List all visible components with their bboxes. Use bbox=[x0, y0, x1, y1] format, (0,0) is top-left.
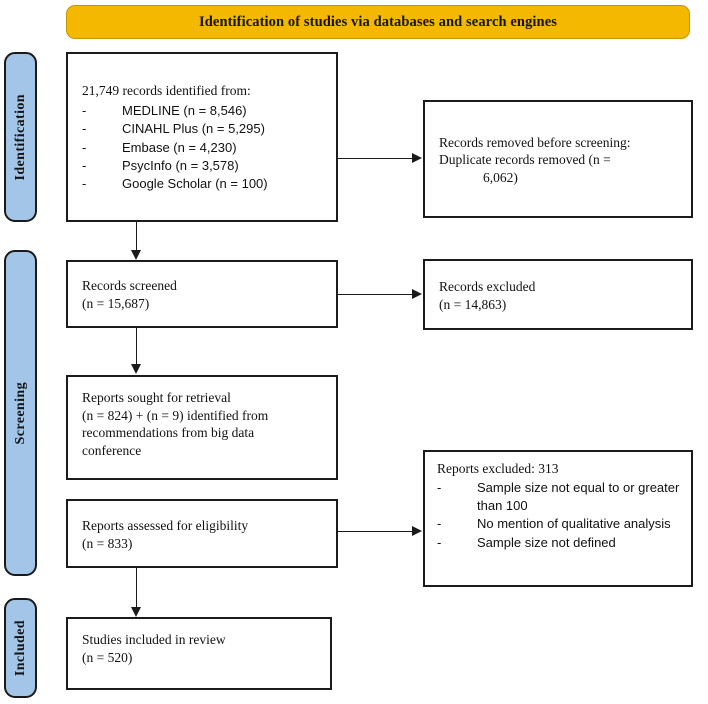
reports-sought-line-1: Reports sought for retrieval bbox=[82, 390, 231, 405]
connector-assessed-to-included bbox=[136, 568, 137, 607]
reports-assessed-line-1: Reports assessed for eligibility bbox=[82, 517, 249, 533]
phase-bar-identification: Identification bbox=[4, 52, 37, 222]
source-label: MEDLINE (n = 8,546) bbox=[122, 102, 247, 118]
connector-identified-to-removed bbox=[338, 158, 412, 159]
source-label: Google Scholar (n = 100) bbox=[122, 176, 268, 192]
records-removed-line-3: 6,062) bbox=[483, 169, 518, 185]
list-item: - No mention of qualitative analysis bbox=[437, 515, 681, 533]
reports-assessed-line-2: (n = 833) bbox=[82, 535, 133, 551]
bullet-dash: - bbox=[437, 516, 442, 532]
list-item: - Google Scholar (n = 100) bbox=[82, 175, 326, 193]
source-label: PsycInfo (n = 3,578) bbox=[122, 158, 239, 173]
identification-banner: Identification of studies via databases … bbox=[66, 5, 690, 39]
records-removed-line-2: Duplicate records removed (n = bbox=[439, 152, 611, 168]
phase-label-screening: Screening bbox=[12, 381, 28, 445]
studies-included-line-2: (n = 520) bbox=[82, 649, 133, 665]
reports-excluded-heading: Reports excluded: 313 bbox=[437, 461, 559, 476]
records-removed-line-1: Records removed before screening: bbox=[439, 134, 631, 150]
list-item: - PsycInfo (n = 3,578) bbox=[82, 157, 326, 175]
reason-label: Sample size not defined bbox=[477, 534, 616, 550]
bullet-dash: - bbox=[82, 176, 87, 192]
reports-sought-line-2: (n = 824) + (n = 9) identified from bbox=[82, 407, 269, 423]
node-records-screened: Records screened (n = 15,687) bbox=[66, 260, 338, 328]
bullet-dash: - bbox=[82, 102, 87, 118]
phase-bar-screening: Screening bbox=[4, 250, 37, 576]
records-identified-source-list: - MEDLINE (n = 8,546) - CINAHL Plus (n =… bbox=[82, 102, 326, 194]
records-identified-heading: 21,749 records identified from: bbox=[82, 83, 251, 99]
node-records-excluded: Records excluded (n = 14,863) bbox=[423, 259, 693, 330]
phase-label-included: Included bbox=[12, 619, 28, 677]
reports-sought-line-4: conference bbox=[82, 442, 142, 458]
bullet-dash: - bbox=[82, 158, 87, 173]
node-studies-included: Studies included in review (n = 520) bbox=[66, 617, 332, 690]
node-reports-assessed: Reports assessed for eligibility (n = 83… bbox=[66, 499, 338, 568]
reports-sought-line-3: recommendations from big data bbox=[82, 425, 255, 441]
arrowhead-identified-to-screened bbox=[131, 250, 141, 260]
source-label: Embase (n = 4,230) bbox=[122, 139, 237, 155]
node-reports-sought: Reports sought for retrieval (n = 824) +… bbox=[66, 375, 338, 480]
connector-identified-to-screened bbox=[136, 222, 137, 250]
reports-excluded-reason-list: - Sample size not equal to or greater th… bbox=[437, 479, 681, 553]
node-records-identified: 21,749 records identified from: - MEDLIN… bbox=[66, 52, 338, 222]
arrowhead-identified-to-removed bbox=[412, 153, 422, 163]
source-label: CINAHL Plus (n = 5,295) bbox=[122, 121, 265, 137]
node-reports-excluded: Reports excluded: 313 - Sample size not … bbox=[423, 450, 693, 587]
arrowhead-screened-to-excluded bbox=[412, 289, 422, 299]
records-excluded-line-2: (n = 14,863) bbox=[439, 296, 507, 312]
list-item: - CINAHL Plus (n = 5,295) bbox=[82, 120, 326, 138]
phase-label-identification: Identification bbox=[12, 93, 28, 181]
connector-assessed-to-excluded bbox=[338, 531, 412, 532]
list-item: - Embase (n = 4,230) bbox=[82, 139, 326, 157]
list-item: - Sample size not defined bbox=[437, 534, 681, 552]
bullet-dash: - bbox=[82, 121, 87, 137]
bullet-dash: - bbox=[437, 479, 442, 495]
arrowhead-screened-to-sought bbox=[131, 364, 141, 374]
records-screened-line-1: Records screened bbox=[82, 278, 177, 294]
list-item: - Sample size not equal to or greater th… bbox=[437, 479, 681, 516]
arrowhead-assessed-to-included bbox=[131, 607, 141, 617]
studies-included-line-1: Studies included in review bbox=[82, 632, 226, 647]
arrowhead-assessed-to-excluded bbox=[412, 526, 422, 536]
bullet-dash: - bbox=[437, 534, 442, 550]
bullet-dash: - bbox=[82, 139, 87, 155]
list-item: - MEDLINE (n = 8,546) bbox=[82, 102, 326, 120]
banner-title: Identification of studies via databases … bbox=[199, 13, 557, 30]
records-screened-line-2: (n = 15,687) bbox=[82, 296, 150, 311]
connector-screened-to-sought bbox=[136, 328, 137, 364]
reason-label: Sample size not equal to or greater than… bbox=[477, 479, 680, 513]
records-excluded-line-1: Records excluded bbox=[439, 278, 536, 294]
connector-screened-to-excluded bbox=[338, 294, 412, 295]
reason-label: No mention of qualitative analysis bbox=[477, 516, 671, 532]
node-records-removed: Records removed before screening: Duplic… bbox=[423, 100, 693, 218]
phase-bar-included: Included bbox=[4, 598, 37, 698]
